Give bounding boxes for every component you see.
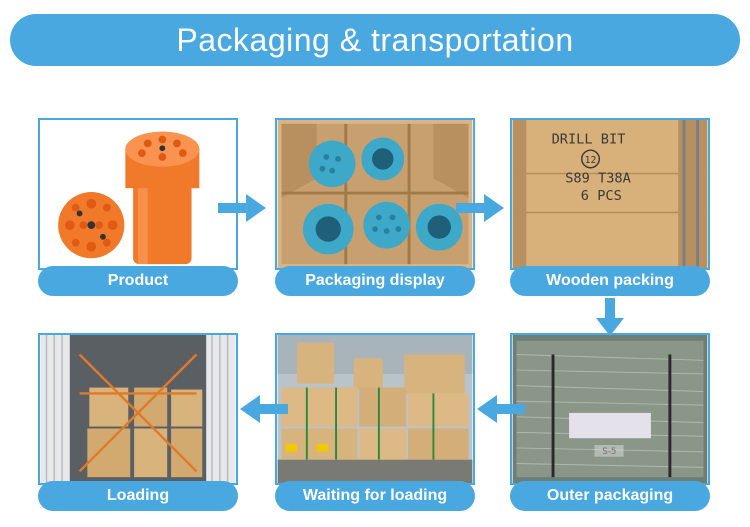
step-packaging-display: Packaging display [275, 118, 475, 296]
arrow-down-icon [594, 298, 626, 338]
outer-tag: S-5 [602, 447, 616, 457]
packaging-display-image [277, 120, 473, 268]
step-label: Product [38, 266, 238, 296]
product-image [40, 120, 236, 268]
step-label: Loading [38, 481, 238, 511]
step-waiting-for-loading: Waiting for loading [275, 333, 475, 511]
banner-title: Packaging & transportation [176, 21, 574, 58]
step-label: Outer packaging [510, 481, 710, 511]
product-photo [38, 118, 238, 270]
step-wooden-packing: DRILL BIT S89 T38A 6 PCS 12 Wooden packi… [510, 118, 710, 296]
crate-marking-1: DRILL BIT [552, 131, 626, 147]
step-label: Packaging display [275, 266, 475, 296]
crate-marking-3: 6 PCS [581, 188, 622, 204]
step-outer-packaging: S-5 Outer packaging [510, 333, 710, 511]
crate-marking-circle: 12 [585, 155, 597, 166]
outer-packaging-photo: S-5 [510, 333, 710, 485]
step-product: Product [38, 118, 238, 296]
step-label: Waiting for loading [275, 481, 475, 511]
loading-image [40, 335, 236, 483]
wooden-packing-image: DRILL BIT S89 T38A 6 PCS 12 [512, 120, 708, 268]
step-label: Wooden packing [510, 266, 710, 296]
title-banner: Packaging & transportation [10, 14, 740, 66]
wooden-packing-photo: DRILL BIT S89 T38A 6 PCS 12 [510, 118, 710, 270]
arrow-left-icon [477, 393, 525, 425]
crate-marking-2: S89 T38A [565, 170, 631, 186]
arrow-right-icon [218, 192, 268, 224]
waiting-for-loading-photo [275, 333, 475, 485]
loading-photo [38, 333, 238, 485]
outer-packaging-image: S-5 [512, 335, 708, 483]
arrow-right-icon [456, 192, 506, 224]
arrow-left-icon [240, 393, 288, 425]
packaging-display-photo [275, 118, 475, 270]
step-loading: Loading [38, 333, 238, 511]
waiting-for-loading-image [277, 335, 473, 483]
